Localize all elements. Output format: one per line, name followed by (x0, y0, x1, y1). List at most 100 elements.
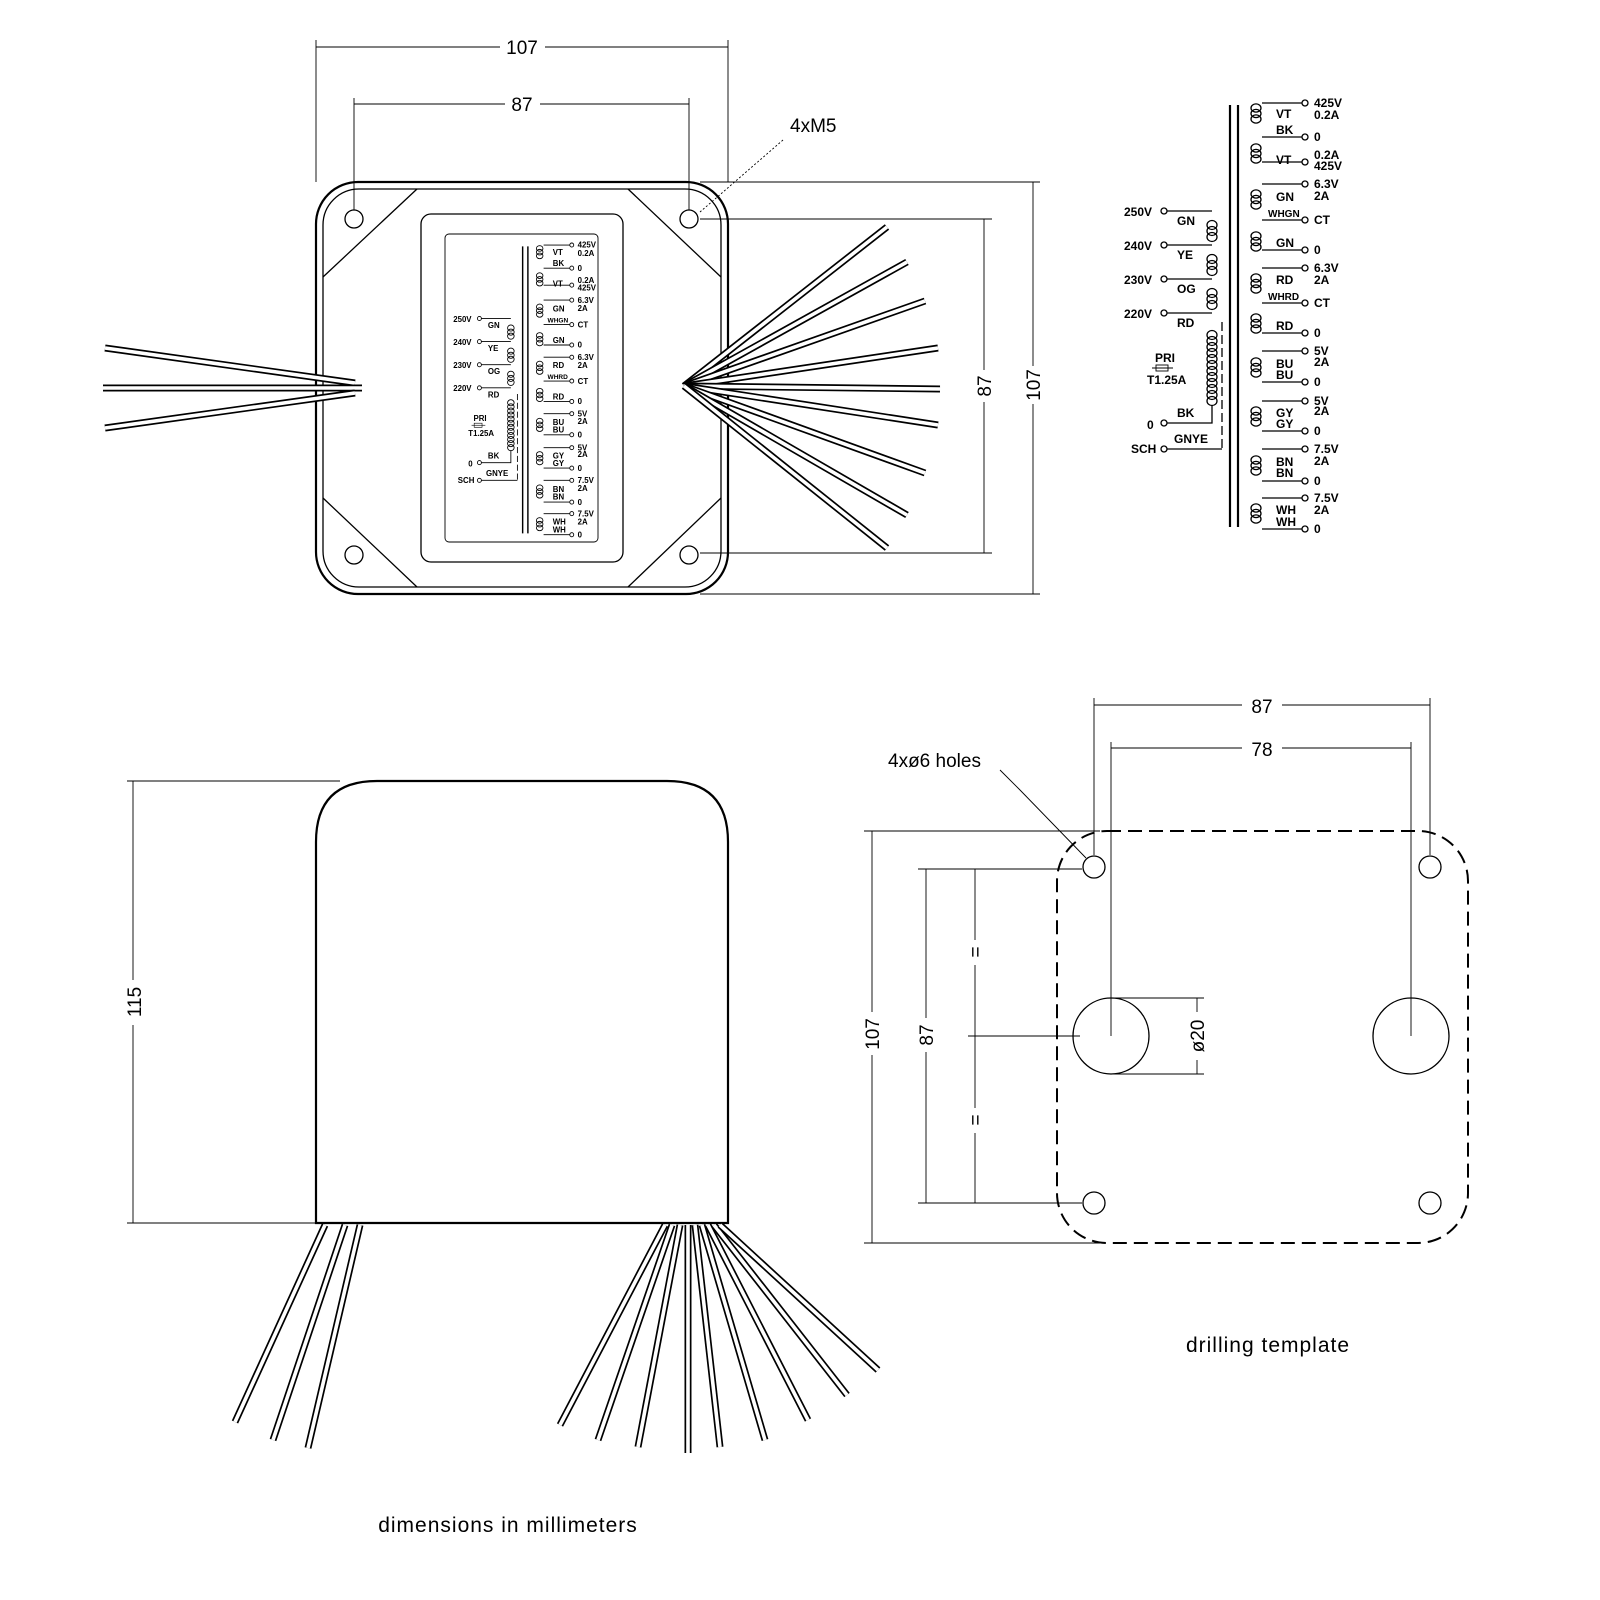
wire-inner (682, 384, 889, 550)
label: WH (1276, 503, 1296, 517)
terminal (1301, 347, 1309, 355)
label: 0 (1314, 474, 1321, 488)
coil-turn (1250, 313, 1262, 323)
svg-text:87: 87 (975, 375, 996, 396)
coil-turn (1206, 365, 1218, 377)
coil-turn (1206, 353, 1218, 365)
mounting-holes (344, 209, 699, 565)
coil-turn (1250, 194, 1262, 205)
secondary-wires-top (681, 224, 941, 551)
coil-turn (1206, 389, 1218, 401)
svg-text:87: 87 (917, 1024, 938, 1045)
coil-turn (1250, 284, 1262, 294)
wire-inner (683, 384, 941, 391)
label: 0 (1314, 130, 1321, 144)
wire-inner (683, 299, 926, 388)
coil-turn (1250, 460, 1262, 471)
label: WH (1276, 515, 1296, 529)
coil-turn (1250, 455, 1262, 465)
holes-note: 4xø6 holes (888, 751, 1087, 859)
terminal (1301, 264, 1309, 272)
label: 2A (1314, 503, 1330, 517)
dimension-height-115: 115 (125, 780, 340, 1224)
coil-turn (1250, 362, 1262, 373)
terminal (1301, 397, 1309, 405)
large-holes (1072, 997, 1450, 1075)
label: RD (1276, 273, 1294, 287)
template-outline (1056, 830, 1469, 1244)
wire-inner (306, 1224, 362, 1449)
tap-240v: 240V (1124, 239, 1152, 253)
wire-inner (636, 1224, 682, 1448)
tap-220v: 220V (1124, 307, 1152, 321)
lead (1167, 405, 1213, 424)
terminal (1160, 241, 1168, 249)
wire-rd: RD (1177, 316, 1195, 330)
label-panel-inner (444, 233, 599, 543)
coil-turn (1206, 377, 1218, 389)
corner-brackets (322, 188, 722, 588)
wire-og: OG (1177, 282, 1196, 296)
side-view: 115 dimensions in millimeters (125, 779, 881, 1537)
coil-turn (1206, 253, 1218, 265)
label: 5V (1314, 344, 1329, 358)
wire-inner (693, 1224, 722, 1448)
side-view-wires (231, 1222, 881, 1453)
label: WHGN (1268, 209, 1300, 220)
label: BK (1276, 123, 1294, 137)
dimension-center-spacing-78: 78 (1110, 740, 1412, 1036)
terminal (1301, 427, 1309, 435)
label: 0 (1314, 243, 1321, 257)
label: 2A (1314, 454, 1330, 468)
dimension-equal-spacing: = = (966, 869, 1080, 1203)
terminal (1160, 309, 1168, 317)
wire-inner (271, 1224, 347, 1441)
svg-text:=: = (966, 1114, 987, 1125)
wire-inner (683, 384, 939, 427)
wire-inner (700, 1224, 767, 1441)
label: 6.3V (1314, 261, 1339, 275)
coil-turn (1250, 231, 1262, 241)
terminal (1160, 419, 1168, 427)
coil-turn (1250, 466, 1262, 476)
label: 0 (1314, 424, 1321, 438)
label: BN (1276, 455, 1293, 469)
coil-turn (1206, 341, 1218, 353)
label: RD (1276, 319, 1294, 333)
coil-turn (1250, 273, 1262, 283)
wire-inner (596, 1224, 674, 1441)
terminal (1301, 99, 1309, 107)
label: 6.3V (1314, 177, 1339, 191)
dimension-height-holes-87: 87 (917, 868, 1082, 1204)
coil-turn (1250, 200, 1262, 210)
coil-turn (1206, 395, 1218, 407)
wire-inner (233, 1224, 327, 1423)
svg-text:4xM5: 4xM5 (790, 116, 836, 137)
dimension-hole-spacing-87: 87 (353, 95, 690, 210)
label: 425V (1314, 159, 1342, 173)
terminal (1160, 207, 1168, 215)
coil-turn (1206, 259, 1218, 271)
mount-note: 4xM5 (699, 116, 836, 213)
coil-turn (1250, 411, 1262, 422)
label: 0.2A (1314, 148, 1340, 162)
label: 0 (1314, 375, 1321, 389)
terminal (1301, 477, 1309, 485)
coil-turn (1250, 417, 1262, 427)
terminal (1301, 246, 1309, 254)
coil-turn (1250, 143, 1262, 153)
wire-inner (104, 346, 356, 385)
drilling-template: 87 78 107 87 = = ø20 4xø6 holes (863, 697, 1469, 1357)
label: 5V (1314, 394, 1329, 408)
wire-ye: YE (1177, 248, 1193, 262)
fuse-icon (1152, 364, 1173, 372)
small-holes (1082, 855, 1442, 1215)
label: CT (1314, 213, 1331, 227)
coil-turn (1250, 236, 1262, 247)
coil-turn (1250, 114, 1262, 124)
template-title: drilling template (1186, 1334, 1350, 1357)
label: GN (1276, 236, 1294, 250)
coil-turn (1250, 508, 1262, 519)
label: BU (1276, 357, 1293, 371)
